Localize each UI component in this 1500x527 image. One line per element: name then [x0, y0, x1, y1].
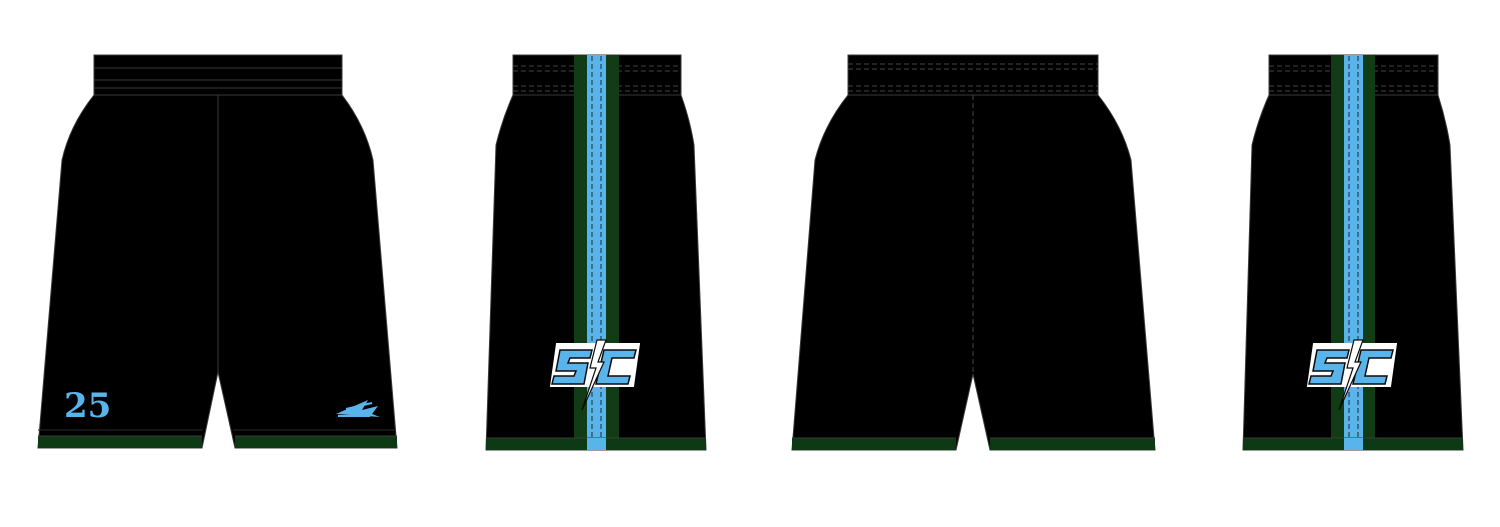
back-view-shorts — [791, 54, 1156, 451]
sc-lightning-logo — [549, 339, 641, 411]
back-waistband — [847, 54, 1099, 96]
front-waistband — [93, 54, 343, 96]
sc-lightning-logo — [1306, 339, 1398, 411]
front-trim-left — [38, 436, 202, 448]
back-trim-right — [990, 438, 1155, 450]
back-trim-left — [792, 438, 956, 450]
side-view-right-shorts — [1242, 54, 1464, 451]
front-view-shorts: 25 — [37, 54, 398, 449]
side-view-left-shorts — [485, 54, 707, 451]
trident-wing-logo — [336, 400, 380, 417]
front-trim-right — [235, 436, 397, 448]
player-number: 25 — [64, 386, 111, 426]
